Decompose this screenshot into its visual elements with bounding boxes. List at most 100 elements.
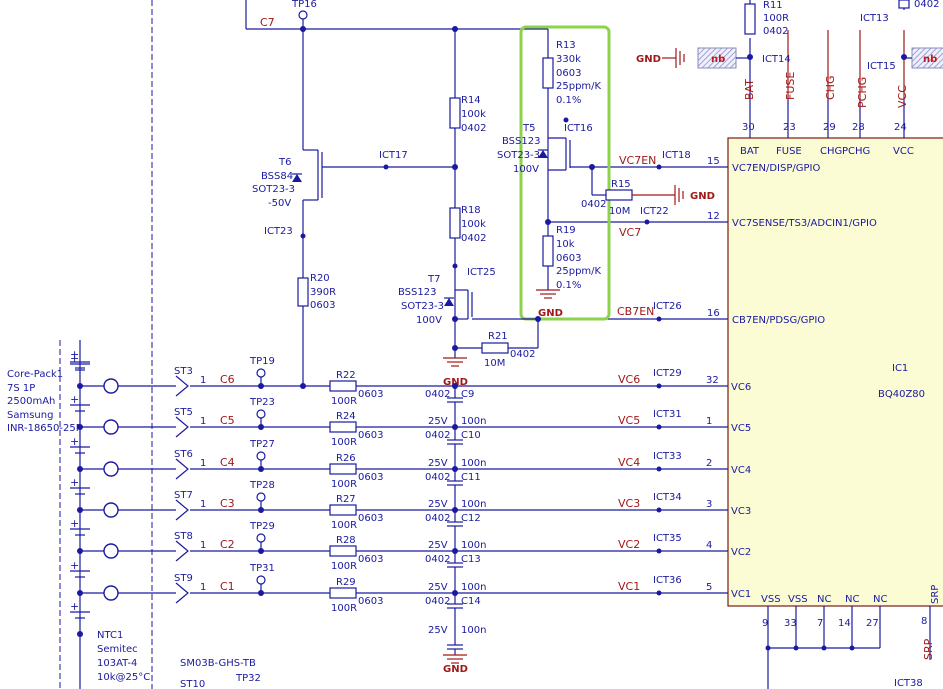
r11-value: 100R [763, 13, 789, 24]
t7-voltage: 100V [416, 315, 442, 326]
resistor-top-right[interactable] [898, 0, 910, 9]
series-resistor[interactable] [329, 587, 357, 599]
net-bat: BAT [743, 79, 756, 100]
st-label: ST8 [174, 531, 193, 542]
net-cell-tap: C3 [220, 497, 235, 510]
test-point[interactable] [256, 409, 266, 419]
series-resistor[interactable] [329, 463, 357, 475]
r18-package: 0402 [461, 233, 486, 244]
pin-name-nc3: NC [873, 594, 887, 605]
pin-num-30: 30 [742, 122, 755, 133]
ict16-label: ICT16 [564, 123, 593, 134]
test-point[interactable] [256, 492, 266, 502]
resistor-r13[interactable] [542, 57, 554, 89]
resistor-r14[interactable] [449, 97, 461, 129]
pin-name: VC2 [731, 547, 751, 558]
r19-tolerance: 0.1% [556, 280, 581, 291]
ict17-label: ICT17 [379, 150, 408, 161]
pin-num: 32 [706, 375, 719, 386]
st-label: ST6 [174, 449, 193, 460]
resistor-r15[interactable] [605, 189, 633, 201]
ic-body[interactable] [727, 137, 943, 607]
cap-value: 100n [461, 416, 486, 427]
svg-text:+: + [70, 393, 79, 406]
cap-voltage: 25V [428, 416, 448, 427]
pin-name-cb7en: CB7EN/PDSG/GPIO [732, 315, 825, 326]
resistor-ref: R22 [336, 370, 356, 381]
net-chg: CHG [824, 76, 837, 100]
tp-label: TP29 [249, 521, 275, 532]
r13-tolerance: 0.1% [556, 95, 581, 106]
net-vc: VC1 [618, 580, 640, 593]
st-pin: 1 [200, 458, 206, 469]
series-resistor[interactable] [329, 504, 357, 516]
pin-num: 3 [706, 499, 712, 510]
cap-value: 100n [461, 540, 486, 551]
series-resistor[interactable] [329, 380, 357, 392]
r13-tempco: 25ppm/K [556, 81, 602, 92]
test-point[interactable] [256, 368, 266, 378]
t5-package: SOT23-3 [497, 150, 540, 161]
net-cell-tap: C1 [220, 580, 235, 593]
pin-name-srp: SRP [930, 585, 941, 604]
resistor-package: 0603 [358, 596, 383, 607]
r11-ref: R11 [763, 0, 783, 11]
net-fuse: FUSE [784, 72, 797, 100]
resistor-ref: R28 [336, 535, 356, 546]
cap-voltage: 25V [428, 499, 448, 510]
r21-value: 10M [484, 358, 505, 369]
ic-top-pins: 30 23 29 28 24 BAT FUSE CHG PCHG VCC BAT… [740, 0, 914, 157]
series-resistor[interactable] [329, 545, 357, 557]
pin-num-29: 29 [823, 122, 836, 133]
tp-label: TP31 [249, 563, 275, 574]
r15-package: 0402 [581, 199, 606, 210]
cap-ref: C13 [461, 554, 481, 565]
resistor-r20[interactable] [297, 277, 309, 307]
test-point[interactable] [256, 533, 266, 543]
t7-ref: T7 [427, 274, 440, 285]
pin-name-fuse: FUSE [776, 146, 802, 157]
resistor-value: 100R [331, 520, 357, 531]
net-vc7: VC7 [619, 226, 641, 239]
r19-package: 0603 [556, 253, 581, 264]
resistor-value: 100R [331, 479, 357, 490]
r20-ref: R20 [310, 273, 330, 284]
resistor-r11[interactable]: R11 100R 0402 [744, 0, 789, 37]
t7-part: BSS123 [398, 287, 436, 298]
mosfet-t5[interactable] [538, 137, 592, 171]
ntc-value: 10k@25°C [97, 672, 150, 683]
resistor-r18[interactable] [449, 207, 461, 239]
test-point[interactable] [256, 575, 266, 585]
top-right-package: 0402 [914, 0, 939, 10]
cap-last-value: 100n [461, 625, 486, 636]
pack-config: 7S 1P [7, 383, 35, 394]
mosfet-t6[interactable] [292, 149, 455, 201]
r14-value: 100k [461, 109, 486, 120]
pack-cell: + [70, 517, 176, 559]
st-label: ST9 [174, 573, 193, 584]
t5-voltage: 100V [513, 164, 539, 175]
r13-ref: R13 [556, 40, 576, 51]
tp-label: TP28 [249, 480, 275, 491]
cap-value: 100n [461, 458, 486, 469]
battery-pack: Core-Pack1 7S 1P 2500mAh Samsung INR-186… [7, 0, 153, 689]
resistor-r21[interactable] [481, 342, 509, 354]
st-label: ST3 [174, 366, 193, 377]
pin-name-vss2: VSS [788, 594, 808, 605]
ict-label: ICT36 [653, 575, 682, 586]
resistor-package: 0603 [358, 472, 383, 483]
resistor-r19[interactable] [542, 235, 554, 267]
series-resistor[interactable] [329, 421, 357, 433]
pin-num-16: 16 [707, 308, 720, 319]
net-pchg: PCHG [856, 77, 869, 108]
cap-stack: 25V 100n GND [428, 386, 486, 675]
pack-capacity: 2500mAh [7, 396, 55, 407]
svg-text:+: + [70, 600, 79, 613]
cap-value: 100n [461, 582, 486, 593]
test-point[interactable] [256, 451, 266, 461]
resistor-package: 0603 [358, 430, 383, 441]
svg-text:+: + [70, 517, 79, 530]
pin-num: 5 [706, 582, 712, 593]
